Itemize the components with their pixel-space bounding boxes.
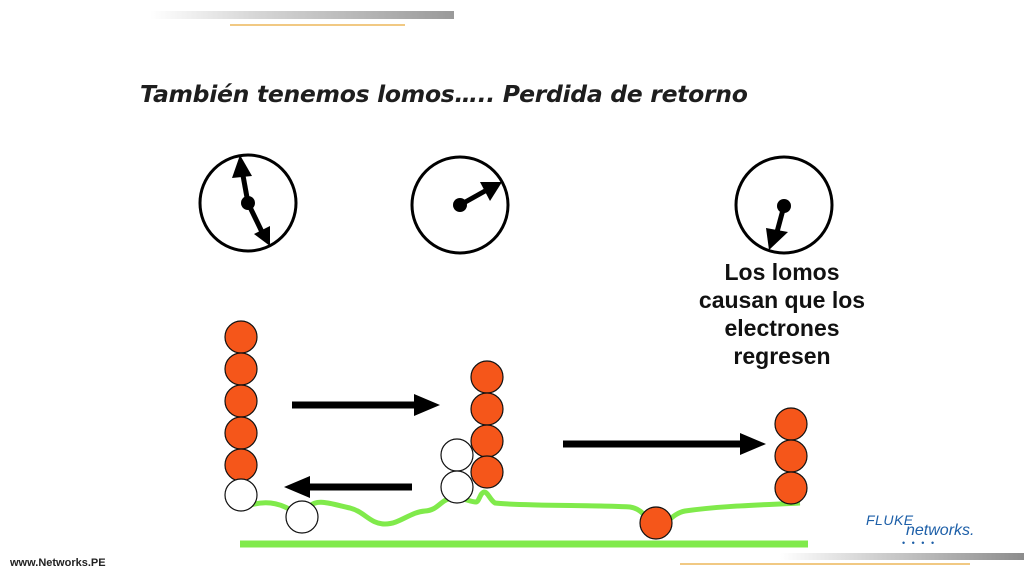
electron [774, 407, 808, 441]
caption-line: regresen [733, 343, 831, 369]
electron [224, 384, 258, 418]
fluke-networks-logo: FLUKE networks. • • • • [866, 512, 996, 548]
reflected-electron [440, 438, 474, 472]
clock-icon-1 [198, 153, 298, 253]
electron [224, 352, 258, 386]
electron [470, 424, 504, 458]
electron [470, 360, 504, 394]
electron [774, 471, 808, 505]
logo-text-bottom: networks. [906, 522, 975, 539]
bottom-accent-line [680, 563, 970, 565]
reflected-electron [285, 500, 319, 534]
electron [224, 320, 258, 354]
clock-icon-3 [734, 155, 834, 255]
caption-line: electrones [724, 315, 840, 341]
caption-line: causan que los [698, 287, 866, 313]
electron [224, 416, 258, 450]
electron [774, 439, 808, 473]
electron [470, 455, 504, 489]
bump-caption: Los lomos causan que los electrones regr… [676, 258, 888, 370]
footer-url: www.Networks.PE [10, 557, 106, 569]
logo-text-top: FLUKE [866, 512, 914, 528]
logo-dots: • • • • [902, 538, 937, 548]
reflected-electron [440, 470, 474, 504]
top-decorative-bar [150, 11, 454, 19]
electron-stack-3 [774, 407, 808, 505]
electron [224, 448, 258, 482]
caption-line: Los lomos [724, 259, 840, 285]
trapped-electron [639, 506, 673, 540]
bumpy-cable-line [238, 489, 801, 529]
electron-stack-1 [224, 320, 258, 512]
reflected-electron [224, 478, 258, 512]
slide-title: También tenemos lomos….. Perdida de reto… [140, 80, 748, 108]
top-accent-line [230, 24, 405, 26]
bottom-decorative-bar [780, 553, 1024, 560]
clock-icon-2 [410, 155, 510, 255]
electron [470, 392, 504, 426]
electron-stack-2 [440, 360, 504, 504]
